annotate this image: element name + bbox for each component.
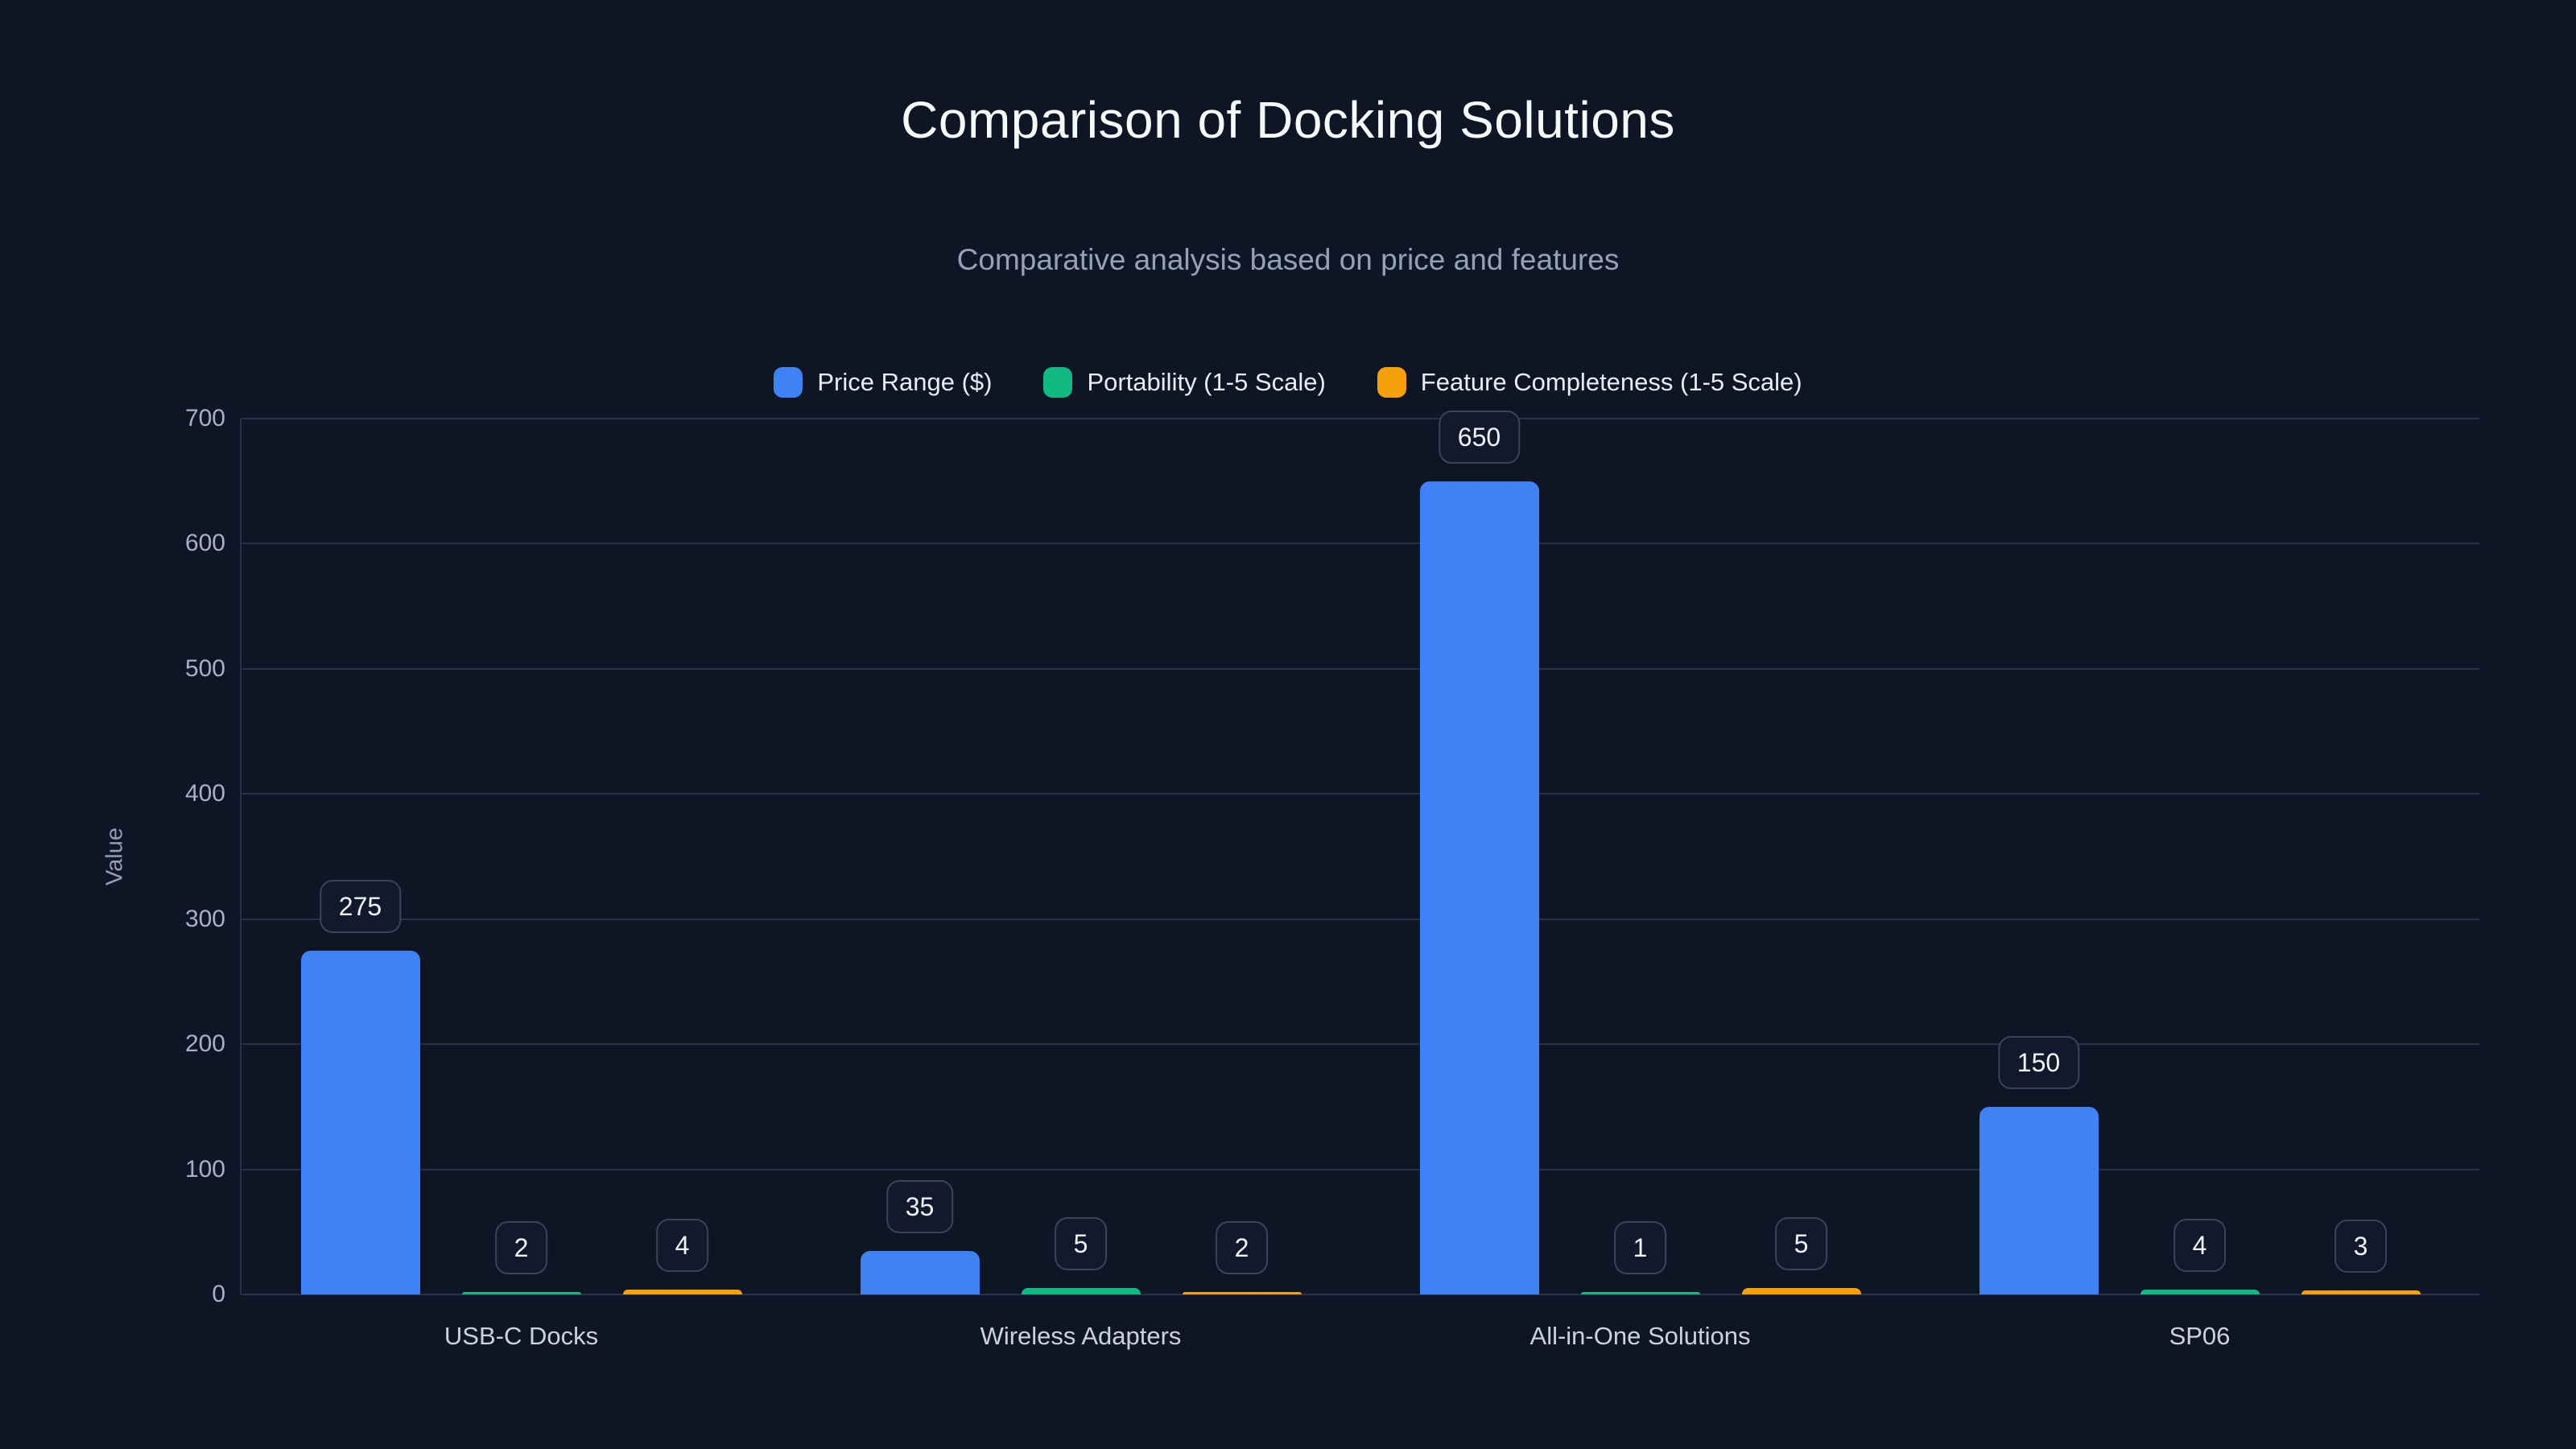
value-badge: 35 [886,1179,954,1233]
gridline [242,1294,2479,1295]
value-badge: 5 [1774,1217,1828,1271]
value-badge: 2 [1215,1220,1269,1274]
bar[interactable] [622,1289,742,1294]
legend-item[interactable]: Portability (1-5 Scale) [1043,367,1326,398]
legend-item[interactable]: Price Range ($) [774,367,992,398]
legend-item-label: Feature Completeness (1-5 Scale) [1420,368,1802,396]
y-axis-tick-label: 400 [184,780,225,807]
bar[interactable] [1419,481,1539,1294]
legend-swatch-icon [1377,367,1406,398]
value-badge: 650 [1438,410,1521,464]
bar[interactable] [1741,1288,1861,1294]
value-badge: 150 [1997,1035,2080,1089]
y-axis-tick-label: 500 [184,654,225,682]
gridline [242,418,2479,419]
chart-title: Comparison of Docking Solutions [901,91,1675,149]
legend-swatch-icon [774,367,803,398]
y-axis-title: Value [101,827,128,886]
x-axis-label: USB-C Docks [444,1322,599,1350]
chart-subtitle: Comparative analysis based on price and … [956,243,1620,276]
value-badge: 4 [2173,1218,2227,1272]
bar[interactable] [300,950,420,1294]
value-badge: 2 [494,1220,548,1274]
bar[interactable] [1182,1291,1302,1294]
y-axis-tick-label: 0 [212,1281,225,1307]
legend-swatch-icon [1043,367,1073,398]
y-axis-tick-label: 300 [184,905,225,932]
x-axis-label: All-in-One Solutions [1530,1322,1751,1350]
bar[interactable] [461,1291,581,1294]
value-badge: 5 [1054,1217,1108,1271]
value-badge: 3 [2334,1220,2388,1274]
value-badge: 275 [319,879,402,933]
gridline [242,793,2479,795]
y-axis-tick-label: 600 [184,530,225,557]
bar[interactable] [2301,1290,2421,1294]
gridline [242,543,2479,545]
value-badge: 1 [1613,1221,1667,1274]
x-axis-label: Wireless Adapters [980,1322,1182,1350]
bar[interactable] [1979,1106,2099,1294]
bar[interactable] [1021,1288,1141,1294]
y-axis-tick-label: 700 [184,405,225,431]
bar[interactable] [860,1250,980,1294]
value-badge: 4 [655,1218,709,1272]
gridline [242,1168,2479,1170]
legend: Price Range ($) Portability (1-5 Scale) Fe… [0,367,2576,398]
gridline [242,1043,2479,1046]
gridline [242,667,2479,670]
bar[interactable] [2140,1289,2260,1294]
legend-item-label: Portability (1-5 Scale) [1087,368,1326,396]
y-axis-tick-label: 200 [184,1030,225,1058]
x-axis-label: SP06 [2169,1322,2231,1350]
y-axis-tick-label: 100 [184,1155,225,1183]
bar[interactable] [1580,1292,1700,1294]
y-axis-line [240,419,242,1294]
legend-item[interactable]: Feature Completeness (1-5 Scale) [1377,367,1802,398]
gridline [242,918,2479,920]
legend-item-label: Price Range ($) [817,368,993,396]
